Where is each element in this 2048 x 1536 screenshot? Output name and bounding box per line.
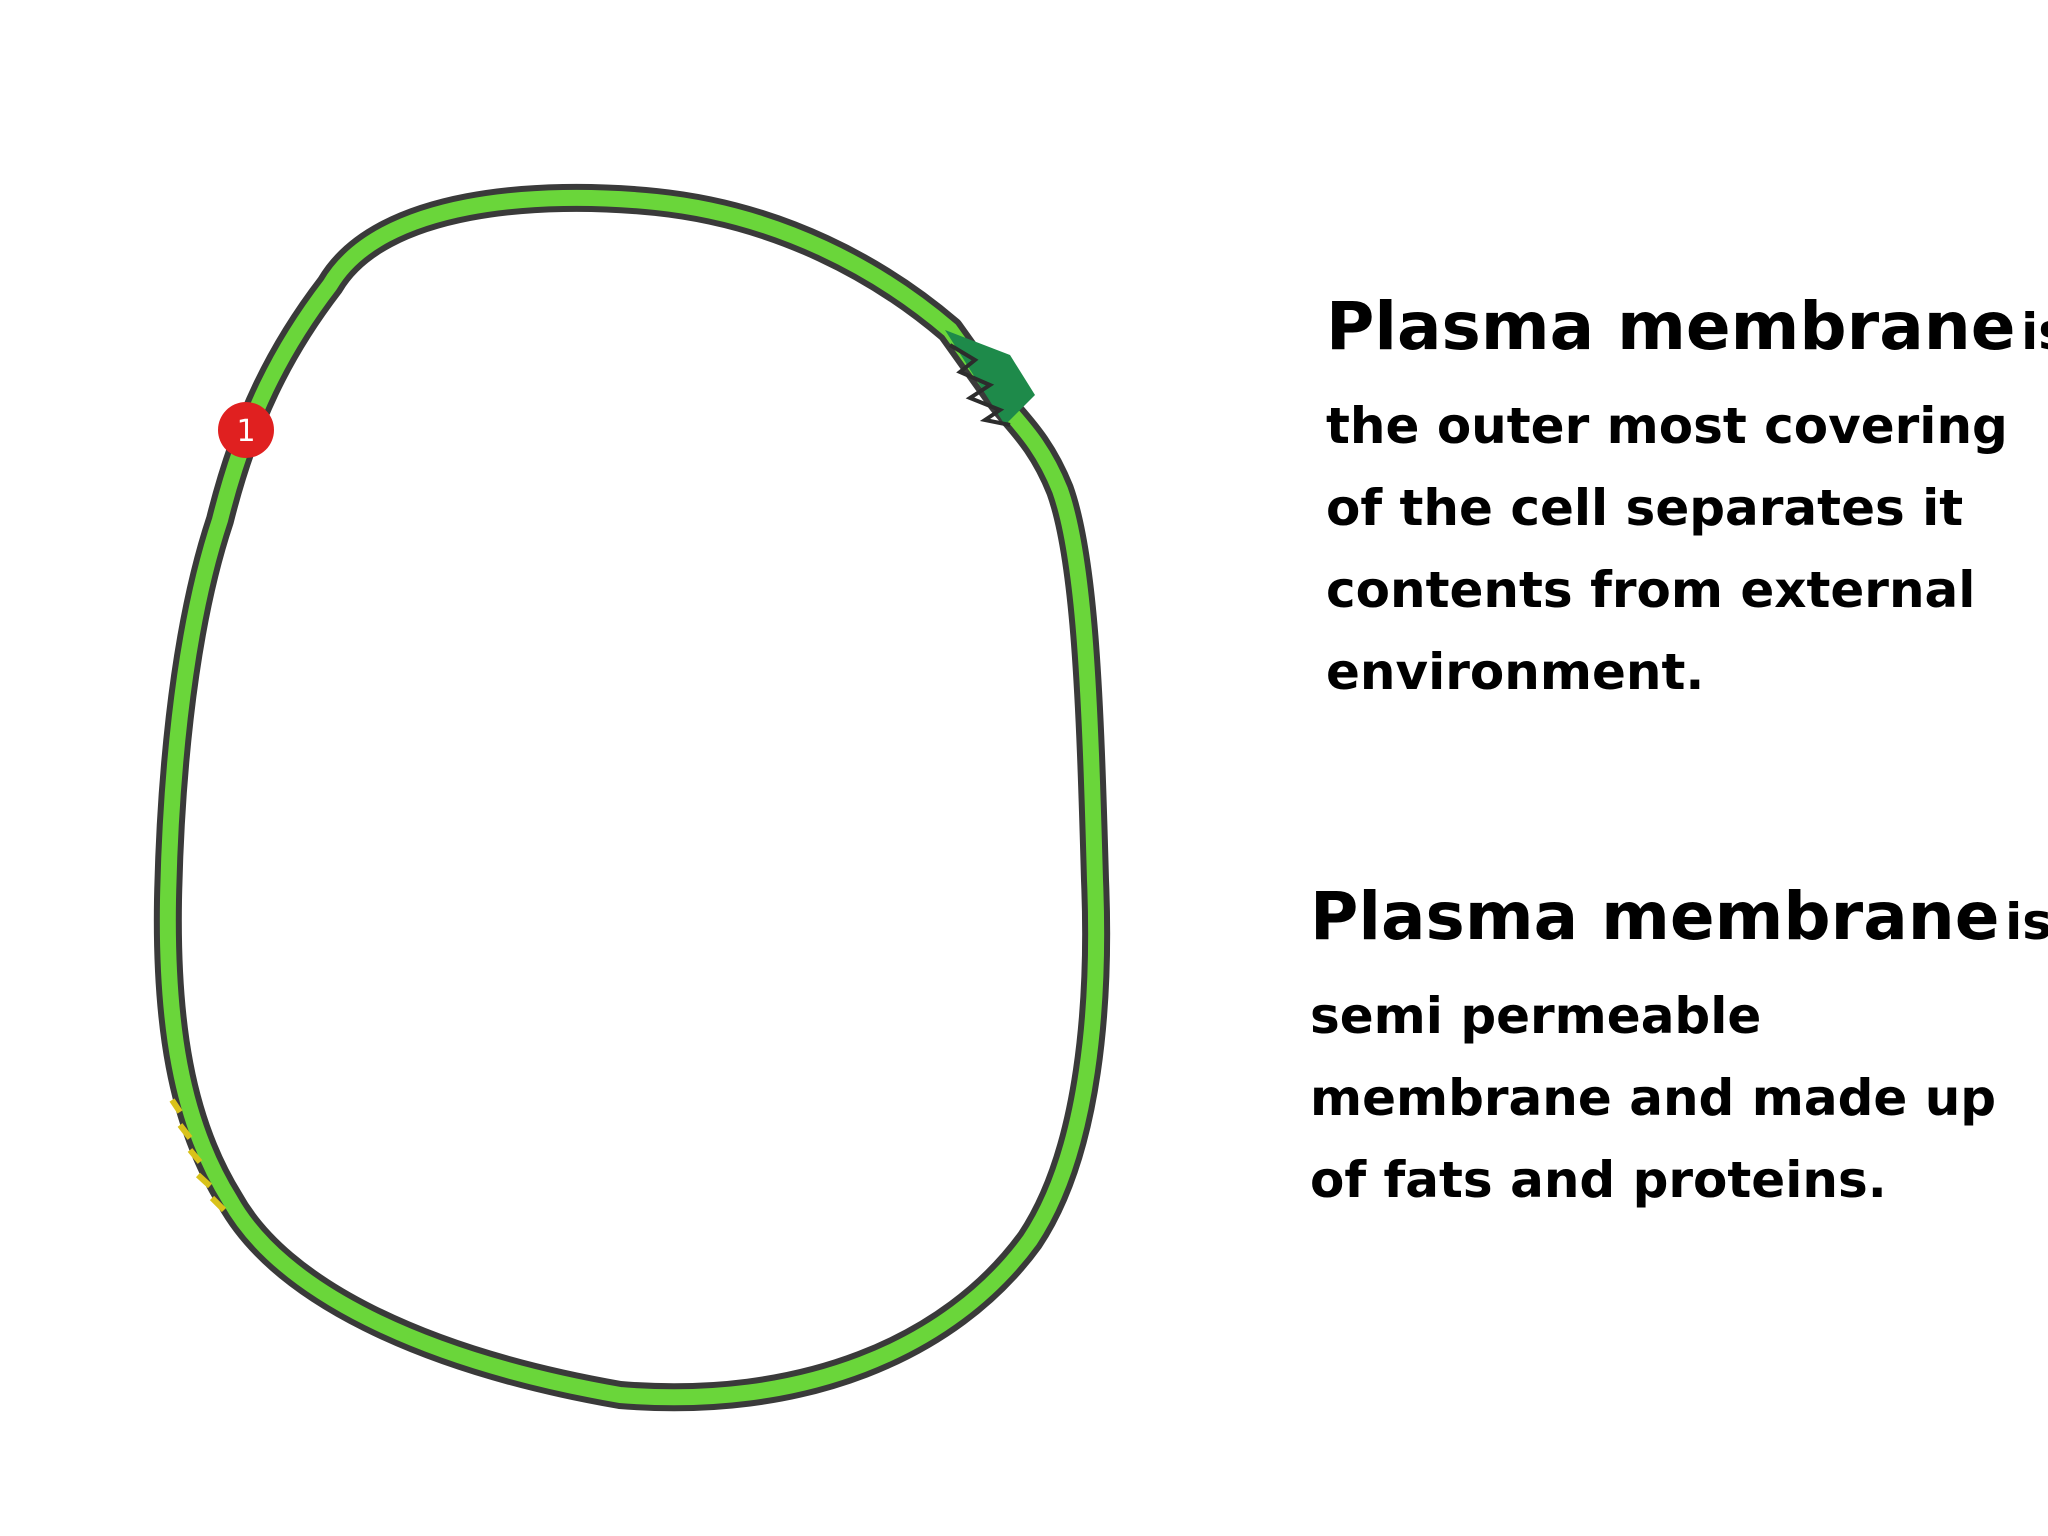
- description-2-line-2: membrane and made up: [1310, 1069, 1997, 1127]
- badge-number: 1: [236, 414, 255, 449]
- description-1-line-3: contents from external: [1326, 561, 1976, 619]
- membrane-tick-marks: [169, 1098, 227, 1213]
- description-block-1: Plasma membrane is the outer most coveri…: [1326, 286, 2048, 713]
- description-1-term: Plasma membrane: [1326, 288, 2016, 365]
- description-1-first-line: Plasma membrane is: [1326, 286, 2048, 385]
- membrane-notch: [945, 330, 1035, 427]
- number-badge: 1: [218, 402, 274, 458]
- description-2-first-line: Plasma membrane is: [1310, 876, 2048, 975]
- description-2-line-1: semi permeable: [1310, 987, 1762, 1045]
- description-2-line-0: is: [2005, 893, 2048, 951]
- membrane-green-band: [159, 189, 1105, 1406]
- description-1-line-1: the outer most covering: [1326, 397, 2008, 455]
- description-1-line-0: is: [2021, 303, 2048, 361]
- description-block-2: Plasma membrane is semi permeable membra…: [1310, 876, 2048, 1221]
- description-1-line-2: of the cell separates it: [1326, 479, 1964, 537]
- description-1-line-4: environment.: [1326, 643, 1705, 701]
- description-2-term: Plasma membrane: [1310, 878, 2000, 955]
- membrane-outer-outline: [153, 183, 1111, 1412]
- description-2-line-3: of fats and proteins.: [1310, 1151, 1887, 1209]
